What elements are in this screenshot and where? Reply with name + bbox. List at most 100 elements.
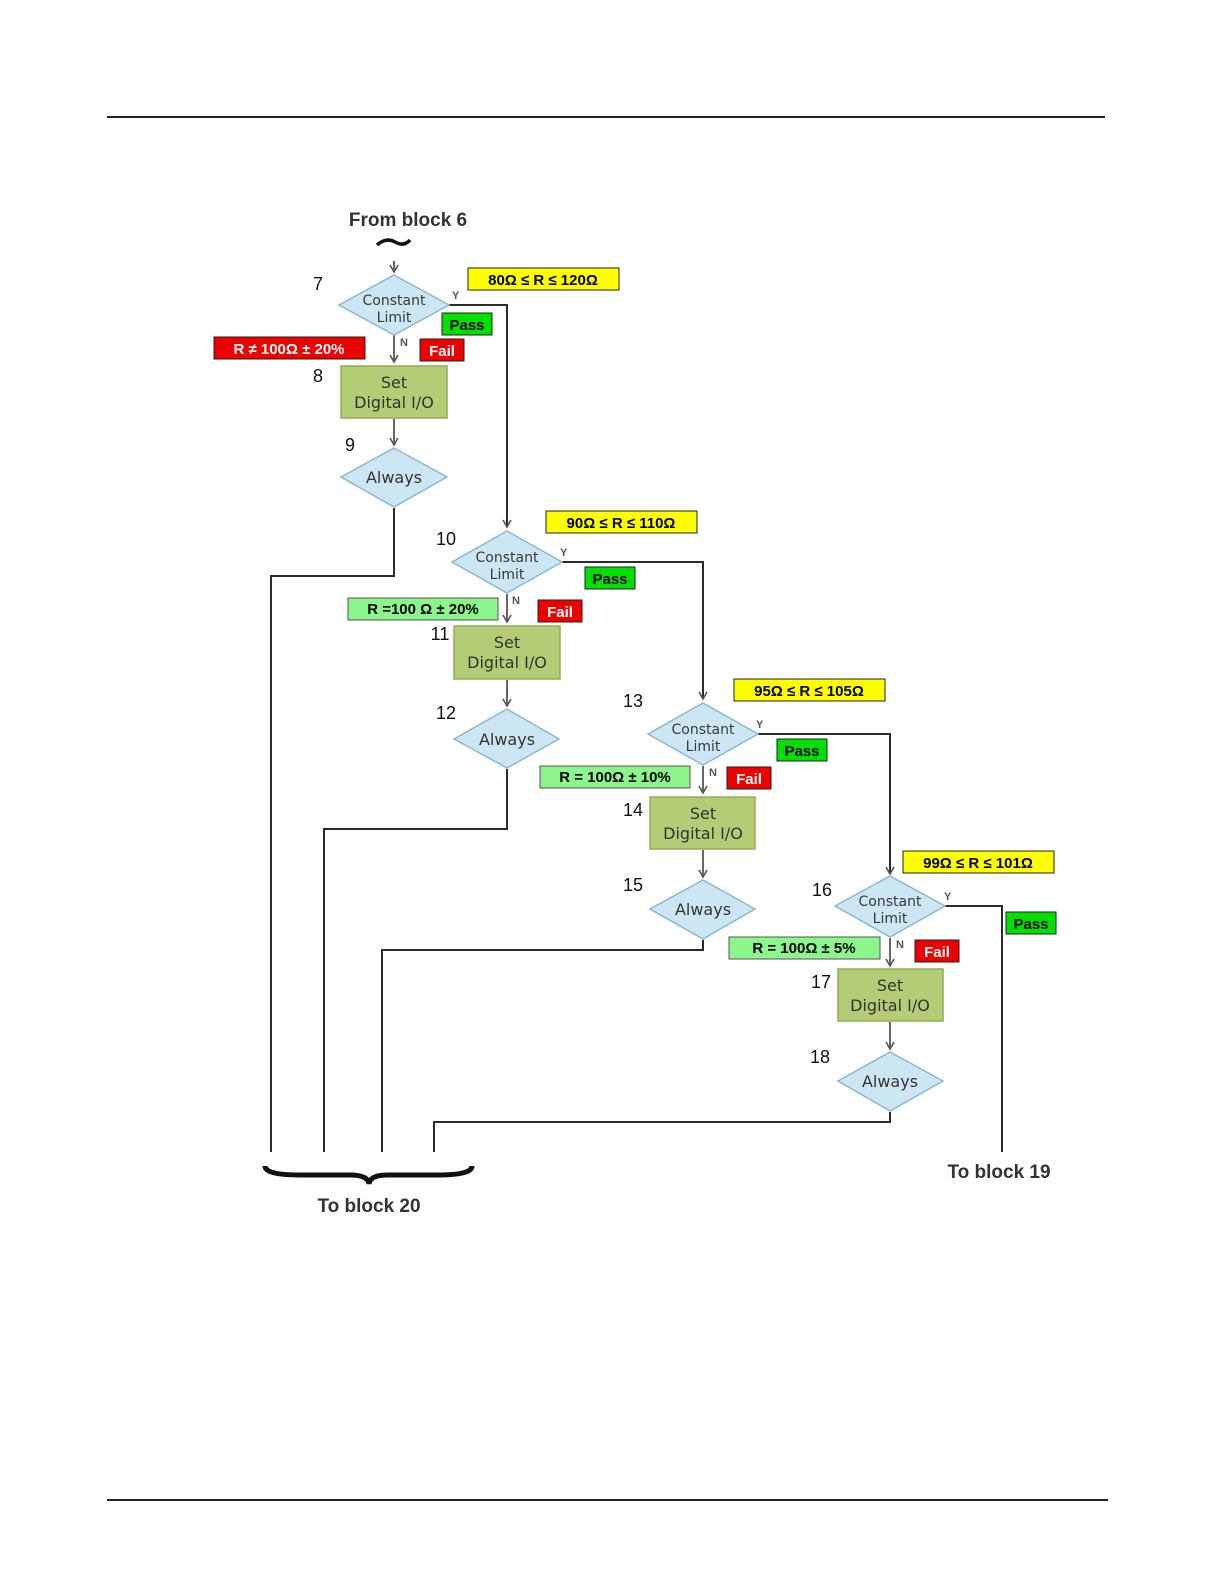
svg-text:Digital I/O: Digital I/O [663, 824, 743, 843]
block-number-13: 13 [623, 691, 643, 711]
wire-12-to-20 [323, 769, 508, 1152]
svg-text:Limit: Limit [377, 310, 412, 326]
svg-text:R = 100Ω ± 5%: R = 100Ω ± 5% [752, 940, 855, 957]
from-block-label: From block 6 [349, 210, 467, 231]
pass-badge-13: Pass [776, 738, 828, 762]
always-9: Always [339, 447, 449, 508]
yes-7-to-10 [448, 304, 512, 529]
svg-text:Digital I/O: Digital I/O [354, 393, 434, 412]
svg-text:90Ω ≤ R ≤ 110Ω: 90Ω ≤ R ≤ 110Ω [567, 515, 676, 532]
svg-text:Fail: Fail [924, 944, 950, 961]
svg-text:Limit: Limit [686, 739, 721, 755]
block-number-14: 14 [623, 800, 643, 820]
block-number-15: 15 [623, 875, 643, 895]
fail-note-13: R = 100Ω ± 10% [539, 765, 691, 789]
svg-text:Limit: Limit [490, 567, 525, 583]
condition-13: 95Ω ≤ R ≤ 105Ω [733, 678, 886, 702]
svg-text:Fail: Fail [547, 604, 573, 621]
block-number-8: 8 [313, 366, 323, 386]
svg-text:Pass: Pass [592, 571, 627, 588]
yes-16-to-19 [945, 905, 1003, 1152]
action-17: Set Digital I/O [837, 968, 944, 1022]
svg-text:Constant: Constant [859, 894, 922, 910]
svg-text:Set: Set [494, 633, 520, 652]
condition-7: 80Ω ≤ R ≤ 120Ω [467, 267, 620, 291]
decision-10: Constant Limit [450, 530, 564, 594]
fail-note-16: R = 100Ω ± 5% [728, 936, 881, 960]
block-number-16: 16 [812, 880, 832, 900]
pass-badge-10: Pass [584, 566, 636, 590]
svg-text:Constant: Constant [672, 722, 735, 738]
svg-text:Pass: Pass [449, 317, 484, 334]
svg-text:Set: Set [877, 976, 903, 995]
always-18: Always [836, 1051, 945, 1112]
svg-text:R =100 Ω ± 20%: R =100 Ω ± 20% [367, 601, 479, 618]
from-tilde [375, 238, 412, 247]
block-number-18: 18 [810, 1047, 830, 1067]
block-number-7: 7 [313, 274, 323, 294]
svg-text:Pass: Pass [784, 743, 819, 760]
yes-label-10: Y [560, 547, 568, 559]
fail-note-7: R ≠ 100Ω ± 20% [213, 336, 366, 360]
always-15: Always [648, 879, 757, 940]
pass-badge-7: Pass [441, 312, 493, 336]
svg-text:Pass: Pass [1013, 916, 1048, 933]
block-number-10: 10 [436, 529, 456, 549]
block-number-11: 11 [431, 624, 450, 644]
svg-text:Always: Always [675, 900, 731, 919]
pass-badge-16: Pass [1005, 911, 1057, 935]
yes-10-to-13 [561, 561, 708, 701]
svg-text:R = 100Ω ± 10%: R = 100Ω ± 10% [559, 769, 671, 786]
fail-badge-16: Fail [914, 939, 960, 963]
wire-9-to-20 [270, 508, 395, 1152]
svg-text:Digital I/O: Digital I/O [850, 996, 930, 1015]
block-number-9: 9 [345, 435, 355, 455]
yes-label-7: Y [452, 290, 460, 302]
no-label-10: N [512, 595, 520, 607]
fail-badge-7: Fail [419, 338, 465, 362]
to-block-19-label: To block 19 [947, 1162, 1050, 1183]
condition-16: 99Ω ≤ R ≤ 101Ω [902, 850, 1055, 874]
svg-text:Set: Set [381, 373, 407, 392]
always-12: Always [452, 708, 561, 769]
fail-badge-13: Fail [726, 766, 772, 790]
fail-note-10: R =100 Ω ± 20% [347, 597, 499, 621]
svg-text:Fail: Fail [736, 771, 762, 788]
block-number-17: 17 [811, 972, 831, 992]
decision-7: Constant Limit [337, 274, 451, 336]
condition-10: 90Ω ≤ R ≤ 110Ω [545, 510, 698, 534]
svg-text:Fail: Fail [429, 343, 455, 360]
wire-18-to-20 [433, 1112, 891, 1152]
svg-text:99Ω ≤ R ≤ 101Ω: 99Ω ≤ R ≤ 101Ω [923, 855, 1033, 872]
wire-15-to-20 [381, 940, 704, 1152]
svg-text:Always: Always [479, 730, 535, 749]
yes-label-16: Y [944, 891, 952, 903]
fail-badge-10: Fail [537, 599, 583, 623]
action-8: Set Digital I/O [340, 365, 448, 419]
to-block-20-label: To block 20 [317, 1196, 420, 1217]
svg-text:Limit: Limit [873, 911, 908, 927]
svg-text:Digital I/O: Digital I/O [467, 653, 547, 672]
action-11: Set Digital I/O [453, 625, 561, 680]
decision-16: Constant Limit [833, 875, 947, 938]
no-label-7: N [400, 337, 408, 349]
svg-text:Always: Always [366, 468, 422, 487]
yes-13-to-16 [757, 733, 895, 876]
yes-label-13: Y [756, 719, 764, 731]
decision-13: Constant Limit [646, 702, 760, 766]
svg-text:95Ω ≤ R ≤ 105Ω: 95Ω ≤ R ≤ 105Ω [754, 683, 864, 700]
svg-text:Set: Set [690, 804, 716, 823]
block-number-12: 12 [436, 703, 456, 723]
bottom-rule [107, 1499, 1108, 1501]
to-block-20-brace [262, 1165, 475, 1185]
action-14: Set Digital I/O [649, 796, 756, 850]
top-rule [107, 116, 1105, 118]
svg-text:80Ω ≤ R ≤ 120Ω: 80Ω ≤ R ≤ 120Ω [488, 272, 598, 289]
svg-text:Always: Always [862, 1072, 918, 1091]
no-label-16: N [896, 939, 904, 951]
svg-text:Constant: Constant [476, 550, 539, 566]
svg-text:R ≠ 100Ω ± 20%: R ≠ 100Ω ± 20% [233, 341, 344, 358]
svg-text:Constant: Constant [363, 293, 426, 309]
no-label-13: N [709, 767, 717, 779]
